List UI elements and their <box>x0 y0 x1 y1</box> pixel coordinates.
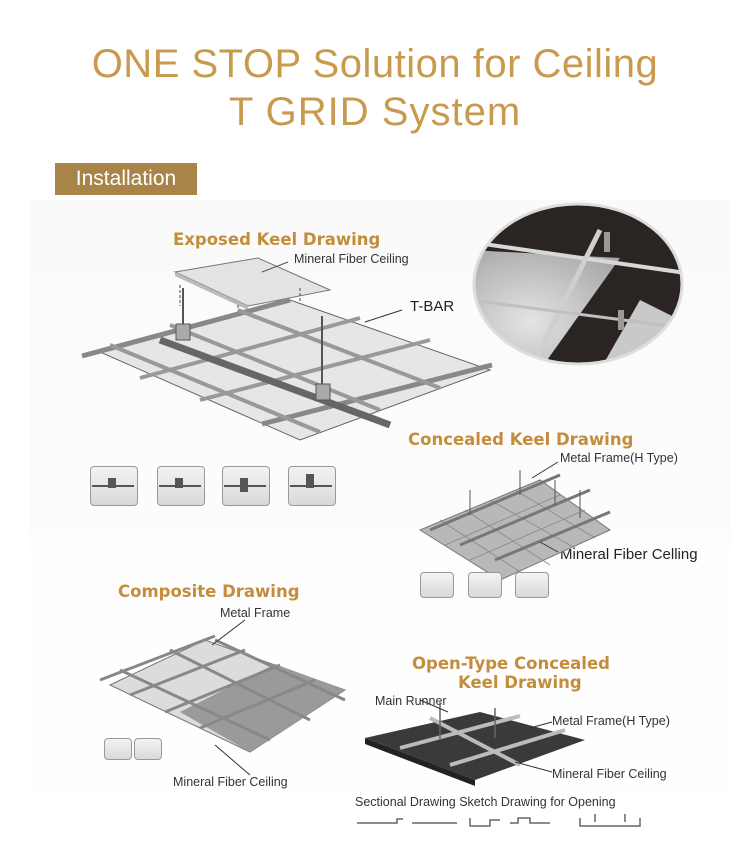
exposed-panel-label: Mineral Fiber Ceiling <box>294 252 409 266</box>
title-line-1: ONE STOP Solution for Ceiling <box>91 42 659 86</box>
opentype-frame-label: Metal Frame(H Type) <box>552 714 670 728</box>
concealed-section-thumb-2 <box>468 572 502 598</box>
composite-panel-label: Mineral Fiber Ceiling <box>173 775 288 789</box>
concealed-keel-title: Concealed Keel Drawing <box>408 430 634 449</box>
composite-frame-label: Metal Frame <box>220 606 291 620</box>
opentype-panel-label: Mineral Fiber Ceiling <box>552 767 667 781</box>
opentype-title-line-1: Open-Type Concealed <box>412 654 610 673</box>
concealed-panel-label: Mineral Fiber Celling <box>560 546 698 563</box>
opentype-title-line-2: Keel Drawing <box>458 673 582 692</box>
concealed-frame-label: Metal Frame(H Type) <box>560 451 678 465</box>
exposed-keel-title: Exposed Keel Drawing <box>173 230 381 249</box>
composite-section-thumb-2 <box>134 738 162 760</box>
title-line-2: T GRID System <box>228 90 522 134</box>
composite-title: Composite Drawing <box>118 582 300 601</box>
main-runner-label: Main Runner <box>375 694 447 708</box>
concealed-section-thumb-1 <box>420 572 454 598</box>
page-title: ONE STOP Solution for Ceiling T GRID Sys… <box>0 40 750 136</box>
installation-badge: Installation <box>55 163 197 195</box>
tbar-label: T-BAR <box>410 298 455 315</box>
sectional-drawing-label: Sectional Drawing Sketch Drawing for Ope… <box>355 795 616 809</box>
composite-section-thumb-1 <box>104 738 132 760</box>
concealed-section-thumb-3 <box>515 572 549 598</box>
